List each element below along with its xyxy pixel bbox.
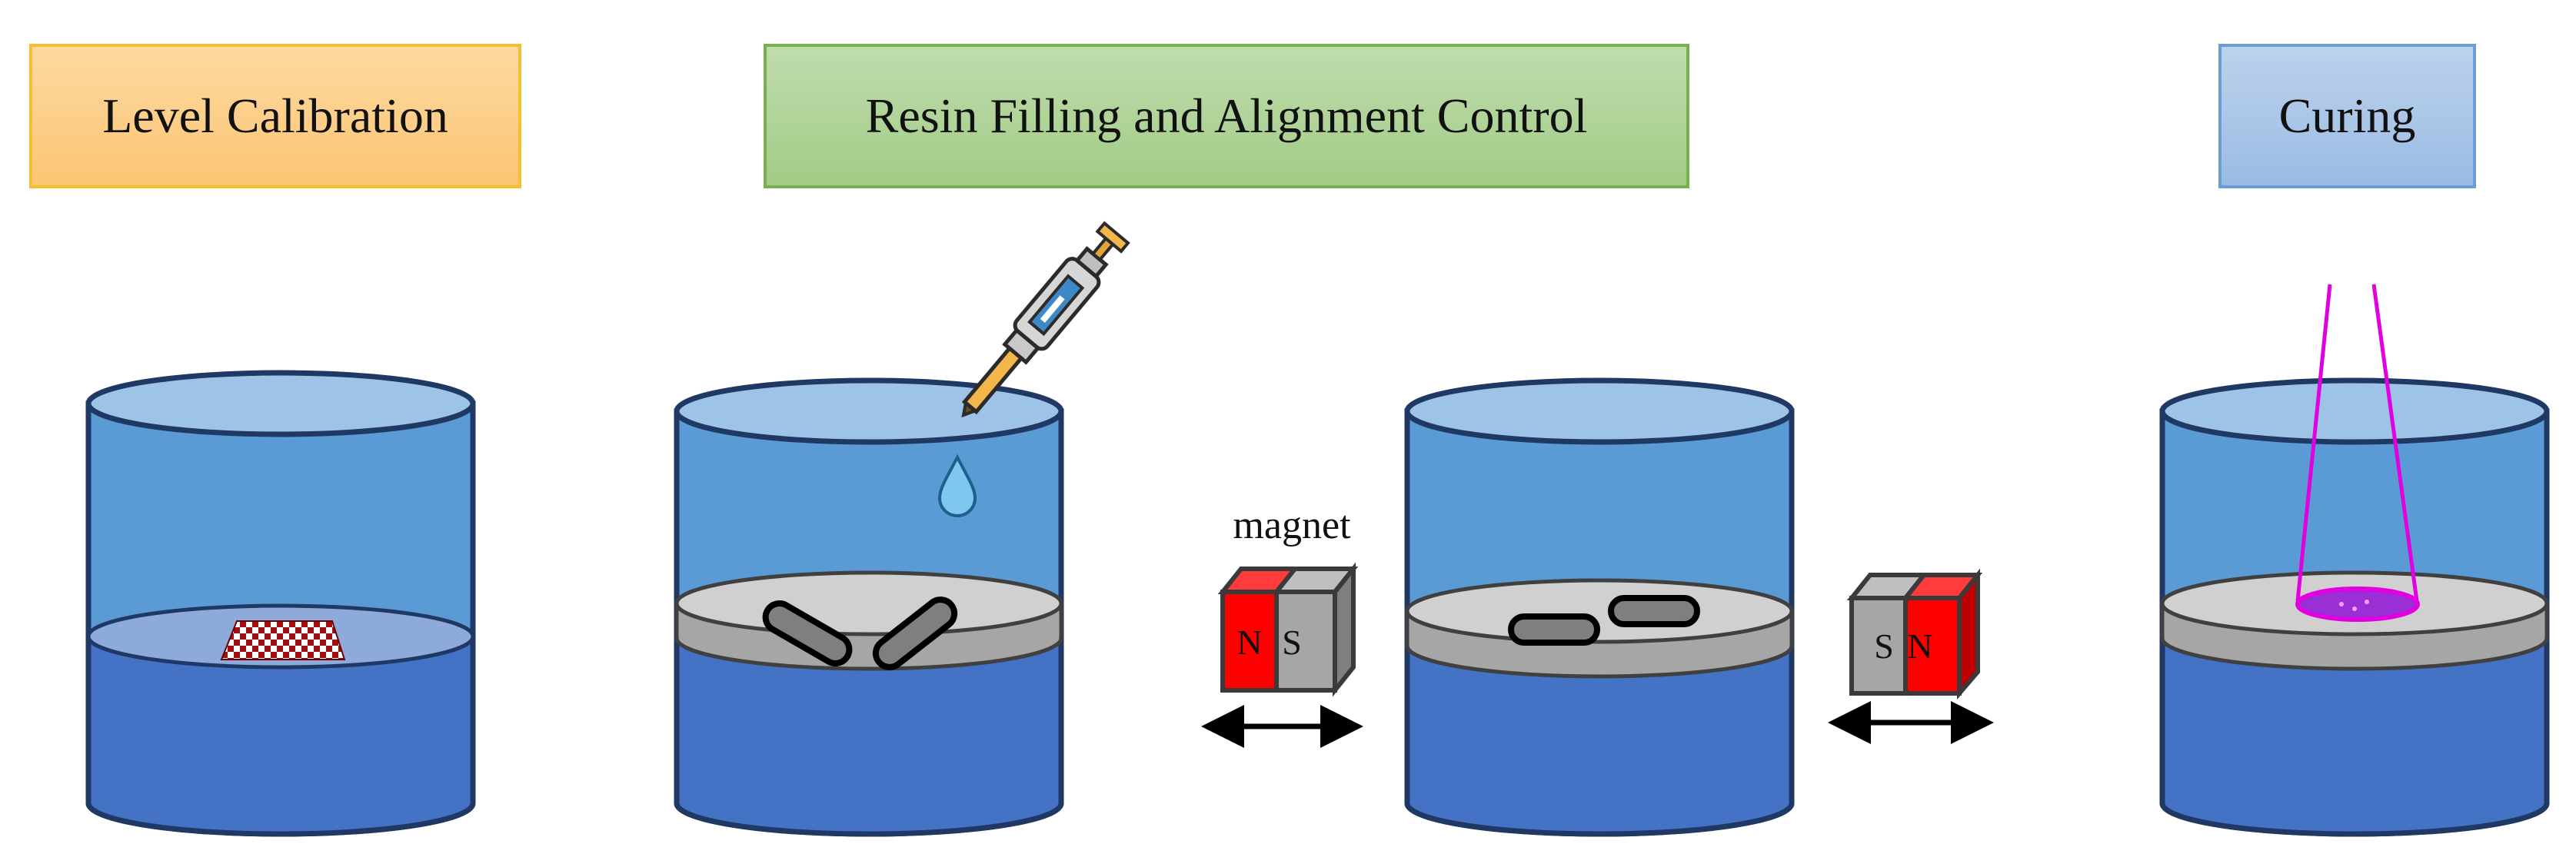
particle-2	[872, 596, 958, 670]
container-curing	[2159, 284, 2550, 837]
magnet-south-face	[1274, 590, 1337, 693]
stage-level-calibration-label: Level Calibration	[102, 88, 448, 143]
magnet-north-face	[1903, 596, 1962, 696]
magnet-right-pole-n: N	[1907, 626, 1932, 666]
stage-curing-box: Curing	[2218, 44, 2476, 188]
aligned-particle-1	[1508, 613, 1600, 646]
aligned-particle-2	[1608, 595, 1700, 627]
particle-1	[762, 600, 853, 666]
container-alignment	[1404, 377, 1795, 837]
magnet-left-pole-s: S	[1282, 623, 1302, 662]
calibration-checkerboard	[220, 620, 346, 660]
magnet-left: magnet N S	[1201, 503, 1363, 748]
uv-light-beam	[2295, 284, 2419, 602]
magnet-left-pole-n: N	[1236, 623, 1262, 662]
cured-spot	[2295, 587, 2420, 622]
stage-resin-filling-label: Resin Filling and Alignment Control	[865, 88, 1588, 143]
stage-level-calibration-box: Level Calibration	[29, 44, 521, 188]
resin-droplet-icon	[937, 454, 977, 517]
magnet-label: magnet	[1233, 503, 1351, 547]
magnet-right: S N	[1828, 568, 1994, 744]
pipette-icon	[961, 221, 1130, 418]
stage-curing-label: Curing	[2278, 88, 2416, 143]
container-level-calibration	[85, 370, 476, 837]
container-resin-filling	[674, 221, 1130, 837]
magnet-right-pole-s: S	[1874, 626, 1894, 666]
stage-resin-filling-box: Resin Filling and Alignment Control	[764, 44, 1689, 188]
